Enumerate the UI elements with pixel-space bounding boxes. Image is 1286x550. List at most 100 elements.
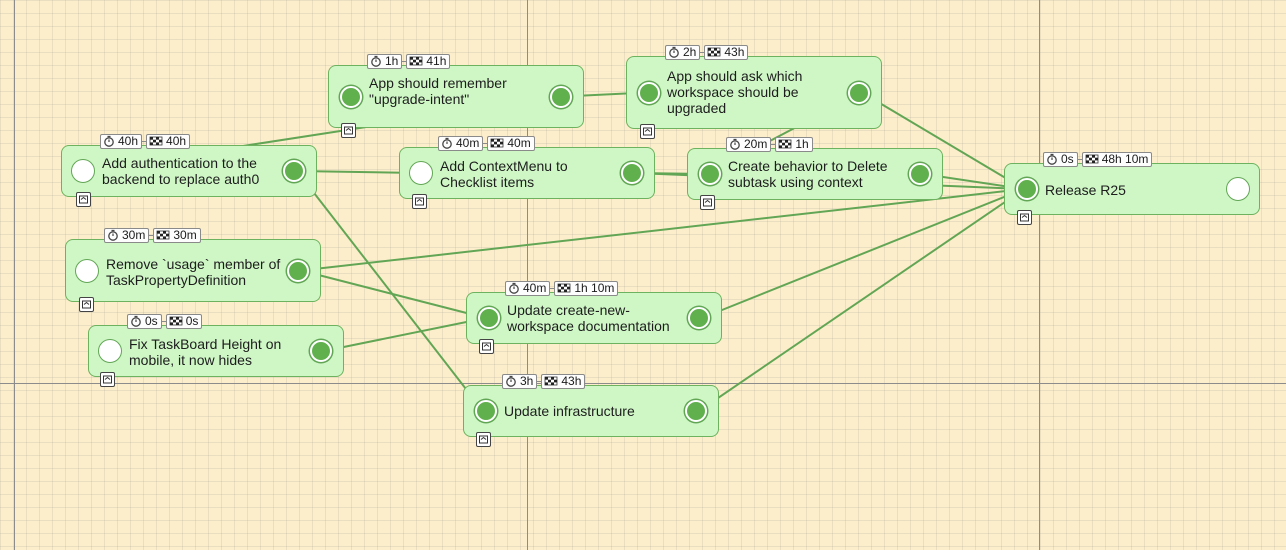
collapse-icon[interactable] xyxy=(79,297,94,312)
input-port[interactable] xyxy=(699,163,721,185)
total-estimate-badge: 1h 10m xyxy=(554,280,619,296)
total-estimate-value: 41h xyxy=(426,53,447,68)
collapse-icon[interactable] xyxy=(100,372,115,387)
edge-height-to-docs[interactable] xyxy=(323,317,487,352)
time-estimate-badge: 0s xyxy=(1043,151,1078,167)
time-estimate-badge: 40m xyxy=(505,280,551,296)
output-port[interactable] xyxy=(283,160,305,182)
output-port[interactable] xyxy=(688,307,710,329)
input-port[interactable] xyxy=(98,339,122,363)
collapse-icon[interactable] xyxy=(76,192,91,207)
stopwatch-icon xyxy=(729,138,741,150)
badge-connector xyxy=(537,380,542,382)
edge-ask-to-release[interactable] xyxy=(861,91,1025,190)
horizontal-axis-line xyxy=(0,383,1286,384)
edge-usage-to-release[interactable] xyxy=(300,188,1025,272)
output-port[interactable] xyxy=(287,259,309,282)
estimate-badges: 0s 48h 10m xyxy=(1043,151,1153,167)
task-title: App should ask which workspace should be… xyxy=(667,68,803,116)
time-estimate-value: 40m xyxy=(456,135,480,150)
output-port[interactable] xyxy=(550,85,572,108)
time-estimate-badge: 20m xyxy=(726,136,772,152)
time-estimate-value: 3h xyxy=(520,373,534,388)
task-title: Update infrastructure xyxy=(504,403,635,419)
total-estimate-value: 30m xyxy=(173,227,197,242)
edge-auth-to-infra[interactable] xyxy=(296,170,484,412)
vertical-axis-line xyxy=(527,0,528,550)
badge-connector xyxy=(483,142,488,144)
estimate-badges: 40h 40h xyxy=(100,133,191,149)
time-estimate-value: 0s xyxy=(1061,151,1074,166)
total-estimate-badge: 40h xyxy=(146,133,191,149)
output-port[interactable] xyxy=(310,340,332,362)
collapse-icon[interactable] xyxy=(479,339,494,354)
edge-docs-to-release[interactable] xyxy=(701,188,1025,319)
collapse-icon[interactable] xyxy=(700,195,715,210)
output-port[interactable] xyxy=(909,163,931,185)
input-port[interactable] xyxy=(340,85,362,108)
time-estimate-badge: 2h xyxy=(665,44,701,60)
output-port[interactable] xyxy=(685,400,707,422)
vertical-axis-line xyxy=(1039,0,1040,550)
time-estimate-value: 2h xyxy=(683,44,697,59)
checkered-flag-icon xyxy=(156,230,170,241)
time-estimate-value: 40h xyxy=(118,133,139,148)
collapse-icon[interactable] xyxy=(1017,210,1032,225)
input-port[interactable] xyxy=(75,258,99,283)
stopwatch-icon xyxy=(107,229,119,241)
collapse-icon[interactable] xyxy=(341,123,356,138)
checkered-flag-icon xyxy=(778,139,792,150)
total-estimate-badge: 48h 10m xyxy=(1081,151,1153,167)
total-estimate-badge: 43h xyxy=(704,44,749,60)
edge-usage-to-docs[interactable] xyxy=(300,269,487,319)
output-port[interactable] xyxy=(1226,177,1250,201)
time-estimate-badge: 40m xyxy=(438,135,484,151)
edge-infra-to-release[interactable] xyxy=(698,188,1025,412)
total-estimate-value: 40m xyxy=(507,135,531,150)
checkered-flag-icon xyxy=(707,47,721,58)
total-estimate-value: 40h xyxy=(166,133,187,148)
collapse-icon[interactable] xyxy=(476,432,491,447)
edge-auth-to-context[interactable] xyxy=(296,170,420,174)
time-estimate-badge: 40h xyxy=(100,133,143,149)
badge-connector xyxy=(142,140,147,142)
task-title: Add ContextMenu to Checklist items xyxy=(440,158,568,190)
task-title: Fix TaskBoard Height on mobile, it now h… xyxy=(129,336,282,368)
collapse-icon[interactable] xyxy=(640,124,655,139)
input-port[interactable] xyxy=(478,307,500,329)
stopwatch-icon xyxy=(130,315,142,327)
badge-connector xyxy=(700,51,705,53)
input-port[interactable] xyxy=(475,400,497,422)
task-title: App should remember "upgrade-intent" xyxy=(369,75,507,107)
badge-connector xyxy=(550,287,555,289)
estimate-badges: 40m 1h 10m xyxy=(505,280,619,296)
collapse-icon[interactable] xyxy=(412,194,427,209)
task-title: Update create-new- workspace documentati… xyxy=(507,302,670,334)
output-port[interactable] xyxy=(621,162,643,184)
stopwatch-icon xyxy=(505,375,517,387)
total-estimate-value: 1h 10m xyxy=(574,280,615,295)
input-port[interactable] xyxy=(638,81,660,104)
checkered-flag-icon xyxy=(490,138,504,149)
input-port[interactable] xyxy=(71,159,95,183)
output-port[interactable] xyxy=(848,81,870,104)
badge-connector xyxy=(161,320,166,322)
input-port[interactable] xyxy=(1016,178,1038,200)
input-port[interactable] xyxy=(409,161,433,185)
total-estimate-badge: 30m xyxy=(153,227,201,243)
